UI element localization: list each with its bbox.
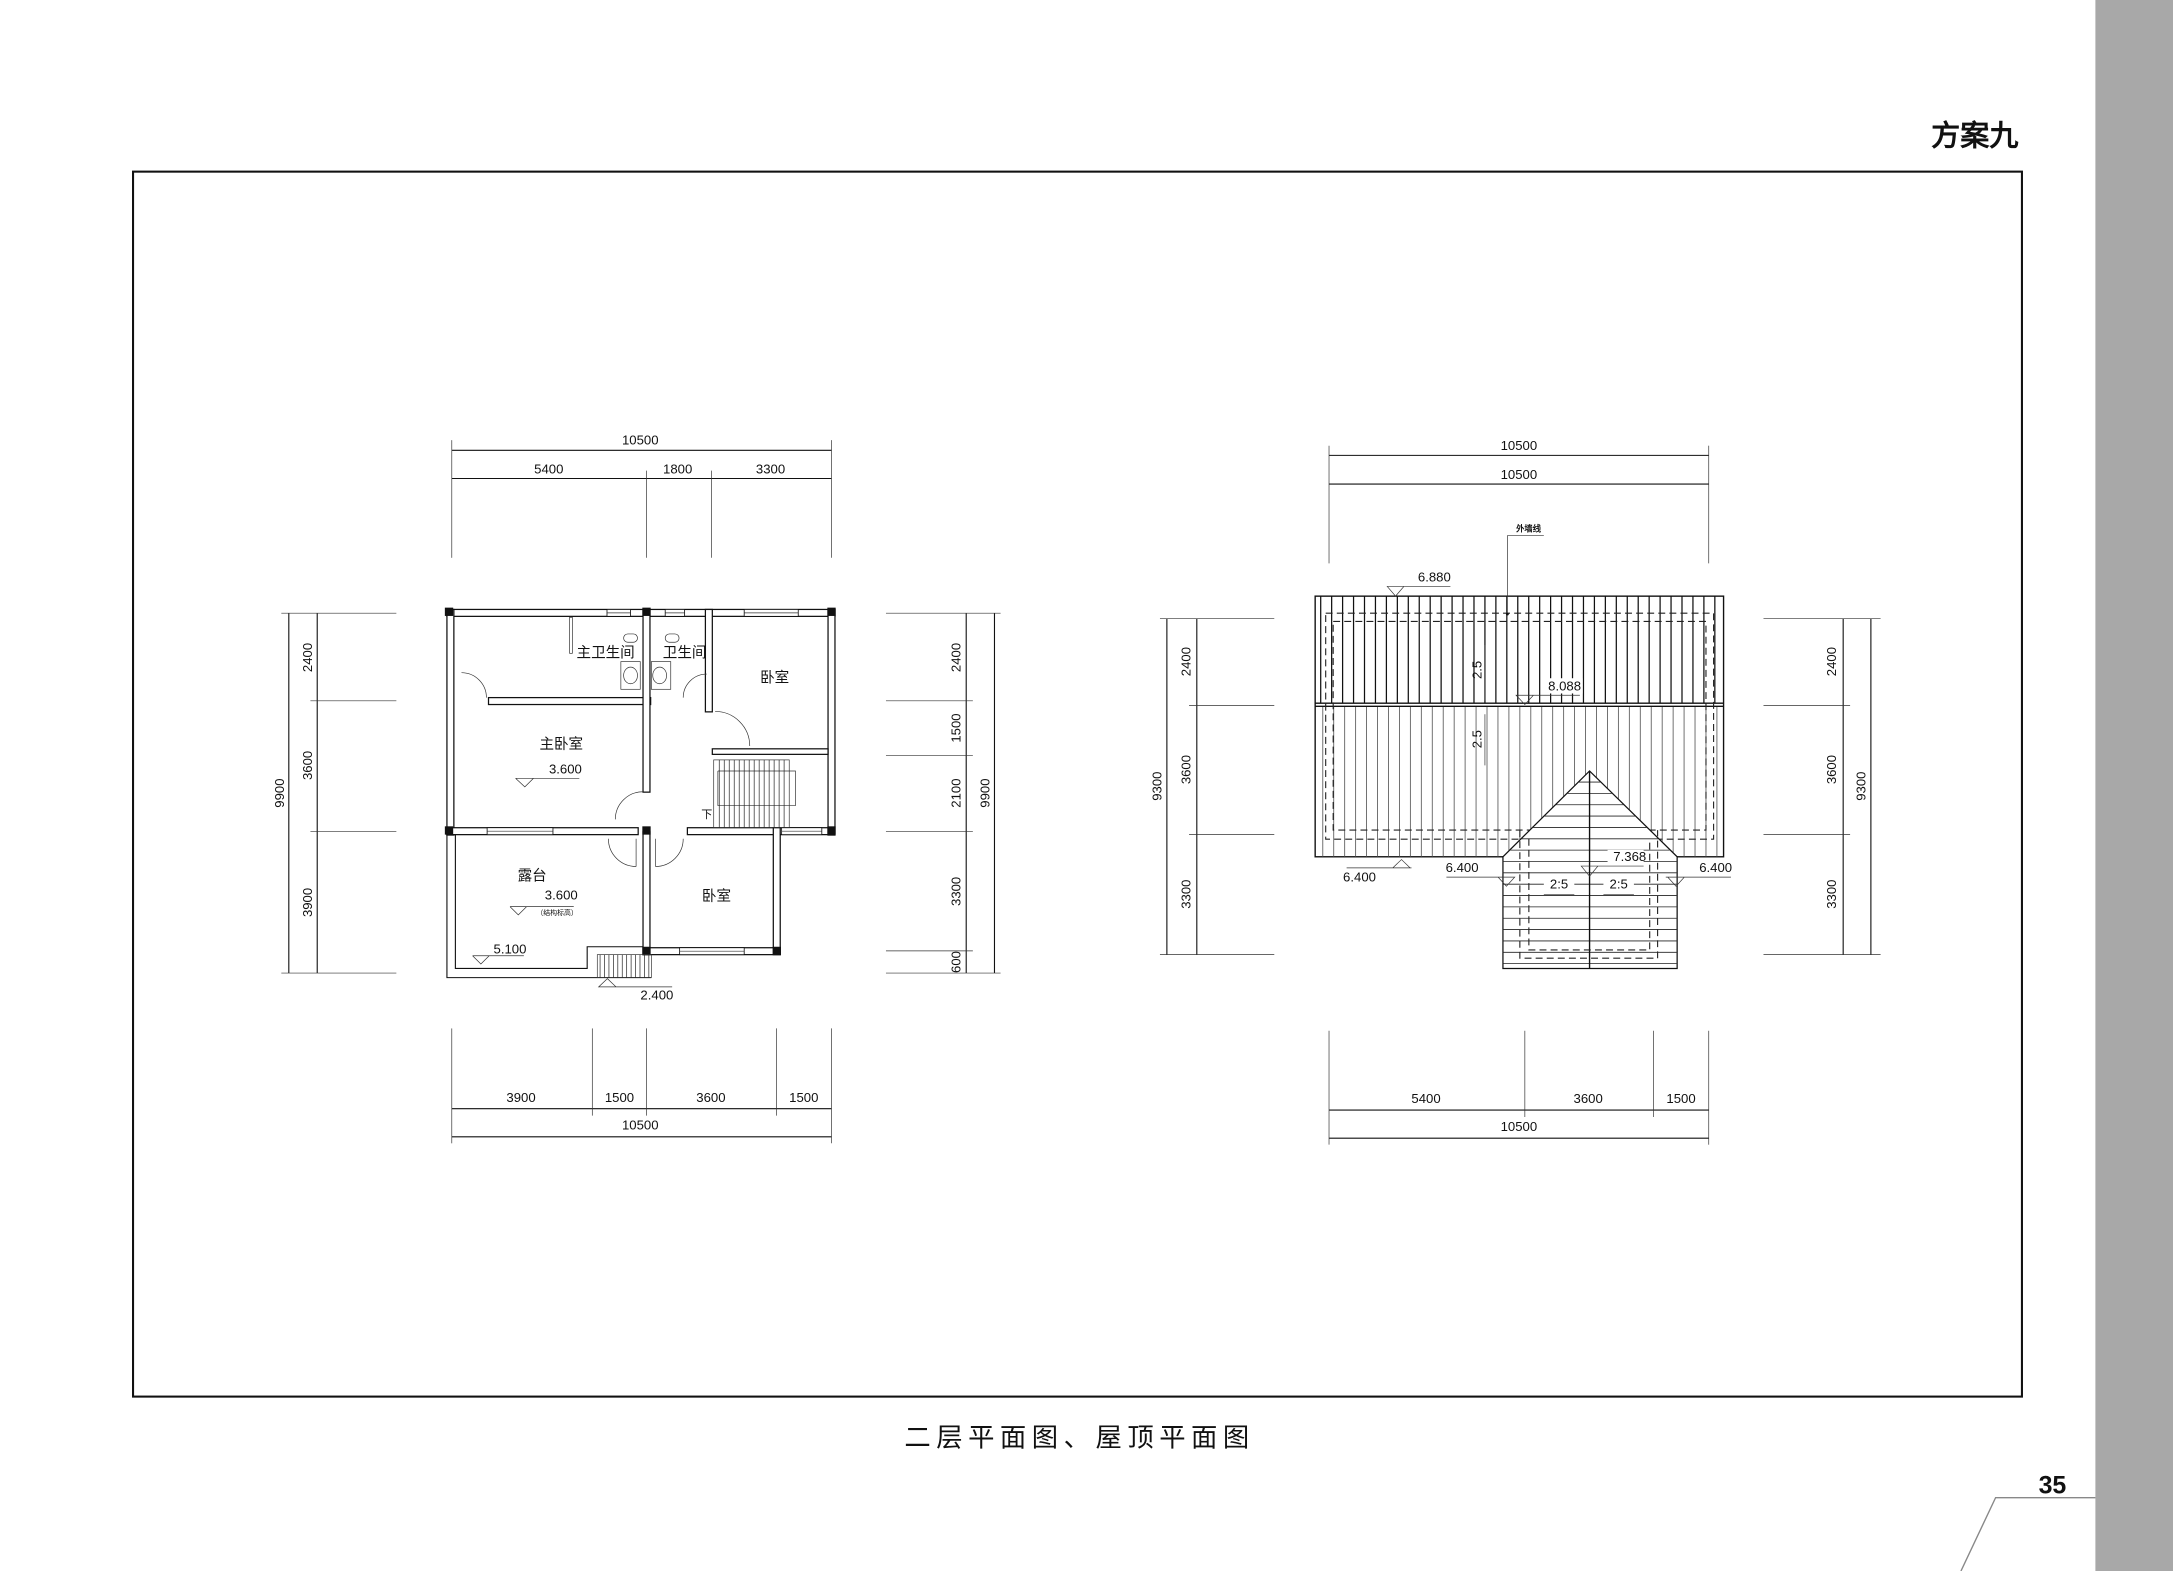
dim-bottom-total: 10500 xyxy=(622,1117,659,1132)
top-dimensions: 10500 5400 1800 3300 xyxy=(451,432,832,558)
svg-text:2.400: 2.400 xyxy=(640,987,673,1002)
columns xyxy=(444,607,836,956)
elevation-marker: 3.600 xyxy=(515,762,582,788)
svg-text:2.5: 2.5 xyxy=(1469,730,1484,748)
drawing-frame xyxy=(132,170,2023,1398)
outer-wall-line xyxy=(1528,838,1651,951)
room-label-bedroom: 卧室 xyxy=(760,669,789,686)
dim-left: 3900 xyxy=(300,888,315,917)
slope-label: 2:5 xyxy=(1543,876,1575,895)
dim-right: 2400 xyxy=(948,643,963,672)
walls xyxy=(446,608,836,979)
roof-plan: 10500 10500 2400 3600 3300 9300 2400 360… xyxy=(1149,438,1881,1145)
dim-right: 2400 xyxy=(1824,647,1839,676)
dim-bottom: 1500 xyxy=(1666,1091,1695,1106)
dim-top: 5400 xyxy=(534,461,563,476)
right-dimensions: 2400 1500 2100 3300 600 9900 xyxy=(885,612,1001,974)
dim-right: 3300 xyxy=(1824,880,1839,909)
svg-text:6.400: 6.400 xyxy=(1343,870,1376,885)
slope-label: 2.5 xyxy=(1469,714,1486,766)
room-label-bath: 卫生间 xyxy=(663,644,707,661)
gable-roof xyxy=(1502,770,1678,970)
elevation-marker: 6.400 xyxy=(1446,860,1516,887)
bathroom-fixtures xyxy=(569,616,680,690)
dim-bottom-total: 10500 xyxy=(1501,1119,1538,1134)
dim-left: 2400 xyxy=(1178,647,1193,676)
page-number-rule xyxy=(1960,1496,2096,1571)
svg-text:（结构标高）: （结构标高） xyxy=(536,908,577,917)
drawing-caption: 二层平面图、屋顶平面图 xyxy=(904,1422,1254,1452)
dim-right: 3600 xyxy=(1824,755,1839,784)
room-label-terrace: 露台 xyxy=(518,867,547,884)
outer-wall-callout: 外墙线 xyxy=(1505,524,1544,616)
elevation-marker: 5.100 xyxy=(472,942,527,965)
dim-right: 1500 xyxy=(948,713,963,742)
main-roof xyxy=(1314,595,1725,858)
elevation-marker: 6.400 xyxy=(1343,859,1412,885)
svg-text:2.5: 2.5 xyxy=(1469,661,1484,679)
dim-right: 600 xyxy=(948,951,963,973)
dim-bottom: 3900 xyxy=(506,1090,535,1105)
room-label-master-bedroom: 主卧室 xyxy=(539,736,583,753)
svg-text:外墙线: 外墙线 xyxy=(1516,524,1542,534)
left-dimensions: 2400 3600 3300 9300 xyxy=(1149,618,1275,956)
door-swings xyxy=(461,672,751,867)
slope-label: 2:5 xyxy=(1603,876,1634,895)
dim-left-total: 9900 xyxy=(272,779,287,808)
outer-wall-line xyxy=(1325,612,1715,840)
stair-down-label: 下 xyxy=(701,809,712,821)
dim-right: 3300 xyxy=(948,877,963,906)
elevation-marker: 6.400 xyxy=(1665,860,1732,887)
dim-top-total: 10500 xyxy=(622,432,659,447)
dim-top: 1800 xyxy=(663,461,692,476)
room-label-bedroom: 卧室 xyxy=(702,888,731,905)
dim-left: 2400 xyxy=(300,643,315,672)
side-bar xyxy=(2095,0,2173,1571)
svg-text:2:5: 2:5 xyxy=(1550,877,1568,892)
elevation-marker: 2.400 xyxy=(597,978,673,1002)
svg-text:3.600: 3.600 xyxy=(549,762,582,777)
slope-label: 2.5 xyxy=(1469,645,1486,701)
dim-right: 2100 xyxy=(948,779,963,808)
svg-text:8.088: 8.088 xyxy=(1548,679,1581,694)
dim-left: 3600 xyxy=(1178,755,1193,784)
dim-bottom: 5400 xyxy=(1411,1091,1440,1106)
page-title: 方案九 xyxy=(1931,118,2018,152)
svg-text:6.880: 6.880 xyxy=(1418,569,1451,584)
svg-text:5.100: 5.100 xyxy=(494,942,527,957)
svg-text:6.400: 6.400 xyxy=(1699,860,1732,875)
dim-left-total: 9300 xyxy=(1149,772,1164,801)
windows xyxy=(486,609,823,956)
top-dimensions: 10500 10500 xyxy=(1328,438,1710,564)
second-floor-plan: 10500 5400 1800 3300 2400 3600 3900 9900 xyxy=(272,432,1001,1144)
dim-top: 3300 xyxy=(756,461,785,476)
room-label-master-bath: 主卫生间 xyxy=(577,644,635,661)
svg-text:3.600: 3.600 xyxy=(545,888,578,903)
dim-bottom: 1500 xyxy=(789,1090,818,1105)
dim-top-total: 10500 xyxy=(1501,438,1538,453)
svg-text:6.400: 6.400 xyxy=(1446,860,1479,875)
dim-bottom: 1500 xyxy=(605,1090,634,1105)
elevation-marker: 6.880 xyxy=(1386,569,1451,597)
dim-right-total: 9900 xyxy=(977,779,992,808)
bottom-dimensions: 5400 3600 1500 10500 xyxy=(1328,1030,1710,1145)
elevation-marker: 3.600 （结构标高） xyxy=(509,888,578,917)
page-number: 35 xyxy=(2039,1472,2067,1500)
dim-right-total: 9300 xyxy=(1853,772,1868,801)
dim-left: 3600 xyxy=(300,751,315,780)
svg-text:7.368: 7.368 xyxy=(1613,849,1646,864)
svg-text:2:5: 2:5 xyxy=(1610,877,1628,892)
bottom-dimensions: 3900 1500 3600 1500 10500 xyxy=(451,1028,832,1144)
right-dimensions: 2400 3600 3300 9300 xyxy=(1763,618,1881,956)
dim-top-total: 10500 xyxy=(1501,467,1538,482)
elevation-marker: 7.368 xyxy=(1580,849,1646,877)
left-dimensions: 2400 3600 3900 9900 xyxy=(272,612,397,974)
entry-steps xyxy=(596,954,652,978)
elevation-marker: 8.088 xyxy=(1515,678,1583,706)
staircase xyxy=(713,759,796,829)
dim-left: 3300 xyxy=(1178,880,1193,909)
dim-bottom: 3600 xyxy=(1574,1091,1603,1106)
dim-bottom: 3600 xyxy=(696,1090,725,1105)
